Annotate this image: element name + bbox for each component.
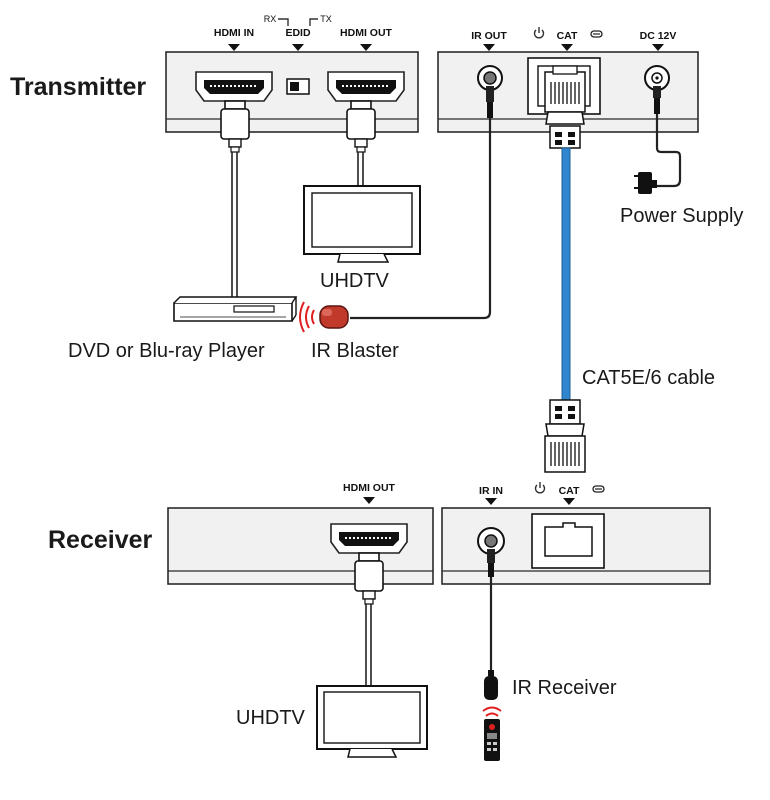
power-icon [533, 27, 545, 39]
rx-ir-in-label: IR IN [479, 485, 503, 497]
tx-hdmi-in-plug [220, 100, 250, 153]
tx-ir-out-jack [477, 65, 503, 91]
rx-cat-label: CAT [559, 485, 580, 497]
rx-cat-port [531, 513, 605, 569]
ir-blaster [319, 305, 349, 329]
tx-cat-label: CAT [557, 30, 578, 42]
tx-edid-tx-label: TX [320, 14, 332, 24]
rx-ir-in-jack [477, 527, 505, 555]
rx-hdmi-out-label: HDMI OUT [343, 482, 395, 494]
ir-wave-icon [299, 301, 315, 333]
rx-hdmi-out-plug [354, 552, 384, 605]
cat-cable [561, 147, 571, 401]
tx-dc-label: DC 12V [640, 30, 677, 42]
receiver-title: Receiver [48, 526, 153, 554]
transmitter-title: Transmitter [10, 73, 146, 101]
tx-edid-label: EDID [285, 27, 311, 39]
tx-hdmi-out-plug [346, 100, 376, 153]
tx-cat-plug [544, 65, 586, 149]
tv-icon [316, 685, 428, 758]
ir-receiver [484, 670, 498, 700]
ir-wave-icon [482, 706, 502, 717]
link-icon [592, 485, 605, 493]
rx-hdmi-out-port [330, 523, 408, 554]
ir-receiver-label: IR Receiver [512, 677, 617, 699]
power-adapter [634, 172, 657, 194]
remote-control-icon [484, 719, 500, 761]
tx-hdmi-in-port [195, 71, 273, 102]
dc-jack-icon [644, 65, 670, 91]
power-supply-label: Power Supply [620, 205, 743, 227]
tx-hdmi-out-port [327, 71, 405, 102]
tx-hdmi-out-label: HDMI OUT [340, 27, 392, 39]
tv-icon [303, 185, 421, 263]
tx-edid-rx-label: RX [264, 14, 277, 24]
power-icon [534, 482, 546, 494]
edid-switch [286, 78, 310, 95]
tx-hdmi-in-label: HDMI IN [214, 27, 254, 39]
rx-uhdtv-label: UHDTV [236, 707, 306, 729]
tx-uhdtv-label: UHDTV [320, 270, 390, 292]
rx-cat-plug [544, 399, 586, 473]
ir-blaster-label: IR Blaster [311, 340, 399, 362]
dvd-player-label: DVD or Blu-ray Player [68, 340, 265, 362]
cat-cable-label: CAT5E/6 cable [582, 367, 715, 389]
tx-ir-out-label: IR OUT [471, 30, 507, 42]
dvd-player [173, 296, 298, 322]
link-icon [590, 30, 603, 38]
